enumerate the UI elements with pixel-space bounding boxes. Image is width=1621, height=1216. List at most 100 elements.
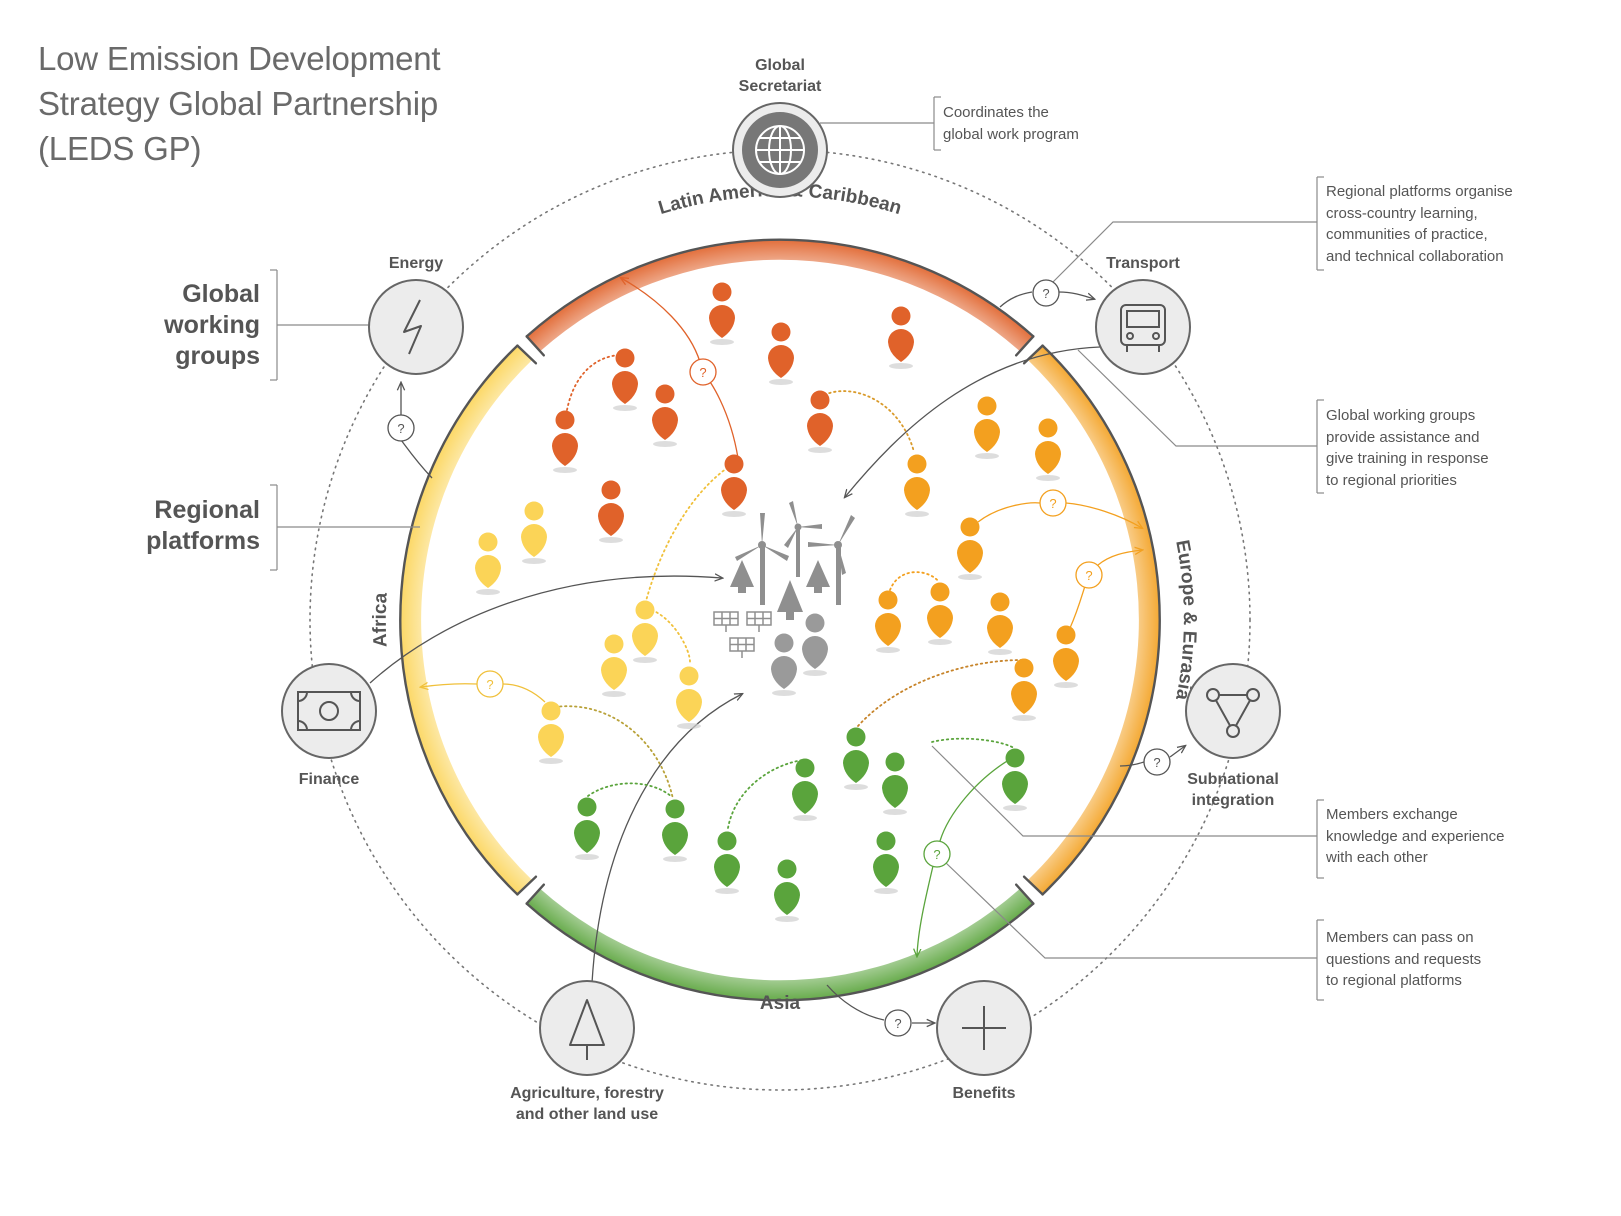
member-icon (552, 410, 578, 473)
node-label-transport: Transport (1106, 255, 1180, 272)
node-benefits[interactable] (936, 980, 1032, 1076)
svg-text:?: ? (933, 847, 940, 862)
node-energy[interactable] (368, 279, 464, 375)
region-outlines (399, 238, 1161, 1002)
note-regional-platforms: Regional platforms organise cross-countr… (1326, 183, 1513, 265)
member-links (554, 354, 1023, 829)
svg-text:?: ? (1085, 568, 1092, 583)
banknote-icon (297, 691, 361, 731)
svg-text:?: ? (1042, 286, 1049, 301)
region-label-europe: Europe & Eurasia (1171, 538, 1200, 702)
note-secretariat: Coordinates the global work program (943, 104, 1079, 143)
plus-icon (962, 1006, 1006, 1050)
member-icon (1035, 418, 1061, 481)
member-icon (768, 322, 794, 385)
question-badge: ? (1032, 279, 1060, 307)
wind-turbine-icon (735, 513, 789, 605)
node-label-agriculture: Agriculture, forestry and other land use (510, 1085, 664, 1123)
svg-text:?: ? (894, 1016, 901, 1031)
member-icon (1011, 658, 1037, 721)
globe-icon (755, 125, 805, 175)
svg-text:?: ? (486, 677, 493, 692)
member-icon (574, 797, 600, 860)
wind-turbine-icon (808, 515, 855, 605)
member-icon (632, 600, 658, 663)
node-finance[interactable] (281, 663, 377, 759)
node-agriculture[interactable] (539, 980, 635, 1076)
title-line: (LEDS GP) (38, 130, 202, 167)
member-icon (601, 634, 627, 697)
member-icon (662, 799, 688, 862)
question-badge: ? (689, 358, 717, 386)
member-icon (714, 831, 740, 894)
member-icon (676, 666, 702, 729)
note-working-groups: Global working groups provide assistance… (1326, 407, 1489, 489)
lightning-icon (403, 299, 422, 355)
grey-arrows (369, 291, 1185, 1023)
question-badge: ? (1039, 489, 1067, 517)
member-icon (475, 532, 501, 595)
central-scene (713, 501, 855, 658)
member-icon (882, 752, 908, 815)
node-label-secretariat: Global Secretariat (738, 57, 822, 95)
svg-text:?: ? (397, 421, 404, 436)
member-icon (974, 396, 1000, 459)
member-arrows (421, 278, 1142, 956)
node-label-subnational: Subnational integration (1187, 771, 1279, 809)
member-icon (1053, 625, 1079, 688)
callout-lines (270, 96, 1324, 1001)
solar-panels-icon (713, 611, 772, 658)
page-title: Low Emission Development Strategy Global… (38, 36, 441, 171)
region-arc-latin-america (526, 239, 1034, 352)
node-label-energy: Energy (388, 255, 444, 272)
title-line: Low Emission Development (38, 40, 441, 77)
member-icon (957, 517, 983, 580)
member-icon (875, 590, 901, 653)
outer-dotted-ring (309, 149, 1251, 1091)
member-icon (873, 831, 899, 894)
note-members-exchange: Members exchange knowledge and experienc… (1326, 806, 1505, 866)
label-global-working-groups: Global working groups (164, 280, 260, 370)
bus-icon (1120, 304, 1166, 352)
svg-text:?: ? (699, 365, 706, 380)
question-badge: ? (923, 840, 951, 868)
region-arc-asia (526, 888, 1034, 1001)
note-members-questions: Members can pass on questions and reques… (1326, 929, 1482, 989)
tree-icon (730, 560, 754, 593)
region-arcs (400, 239, 1160, 1001)
network-triangle-icon (1206, 688, 1260, 738)
question-badge: ? (1075, 561, 1103, 589)
member-icon (802, 613, 828, 676)
tree-icon (569, 999, 605, 1060)
member-icon (652, 384, 678, 447)
node-label-finance: Finance (298, 771, 360, 788)
member-icon (709, 282, 735, 345)
question-badge: ? (884, 1009, 912, 1037)
svg-text:?: ? (1153, 755, 1160, 770)
node-secretariat[interactable] (732, 102, 828, 198)
member-icon (888, 306, 914, 369)
question-badge: ? (1143, 748, 1171, 776)
question-badge: ? (476, 670, 504, 698)
node-subnational[interactable] (1185, 663, 1281, 759)
member-icon (721, 454, 747, 517)
member-icon (927, 582, 953, 645)
node-transport[interactable] (1095, 279, 1191, 375)
member-icon (843, 727, 869, 790)
question-badges: ? ? ? ? ? ? ? ? ? (387, 279, 1171, 1037)
label-regional-platforms: Regional platforms (146, 496, 260, 555)
region-label-asia: Asia (760, 993, 801, 1014)
member-icon (538, 701, 564, 764)
member-icon (774, 859, 800, 922)
region-arc-africa (400, 345, 532, 895)
member-icon (1002, 748, 1028, 811)
member-icon (904, 454, 930, 517)
region-arc-europe (1028, 345, 1160, 895)
wind-turbine-icon (784, 501, 822, 577)
question-badge: ? (387, 414, 415, 442)
tree-icon (777, 580, 803, 620)
title-line: Strategy Global Partnership (38, 85, 438, 122)
member-icon (807, 390, 833, 453)
member-icon (987, 592, 1013, 655)
